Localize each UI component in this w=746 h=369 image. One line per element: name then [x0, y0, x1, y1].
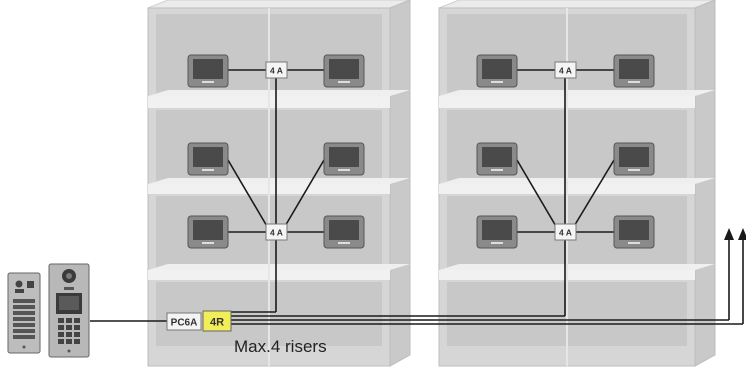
- monitor-icon: [187, 54, 229, 88]
- monitor-icon: [187, 142, 229, 176]
- wiring-building-2: [231, 69, 615, 317]
- monitor-icon: [323, 215, 365, 249]
- monitor-icon: [613, 215, 655, 249]
- distributor-box: 4 A: [265, 61, 288, 79]
- door-station-icon: [7, 272, 41, 354]
- building-1: [147, 0, 411, 367]
- distributor-label: 4 A: [559, 66, 572, 76]
- monitor-icon: [323, 142, 365, 176]
- monitor-icon: [323, 54, 365, 88]
- distributor-box: 4 A: [265, 223, 288, 241]
- door-station-icon: [48, 263, 90, 358]
- monitor-icon: [187, 215, 229, 249]
- monitor-icon: [613, 54, 655, 88]
- arrow-up-icon: [724, 228, 734, 240]
- power-supply-box: PC6A: [166, 312, 202, 331]
- arrow-up-icon: [738, 228, 746, 240]
- distributor-label: 4 A: [270, 228, 283, 238]
- riser-lines: [90, 236, 744, 325]
- monitor-icon: [613, 142, 655, 176]
- monitor-icon: [476, 142, 518, 176]
- power-supply-label: PC6A: [171, 318, 198, 329]
- monitor-icon: [476, 54, 518, 88]
- max-risers-caption: Max.4 risers: [234, 337, 327, 356]
- riser-distributor-box: 4R: [202, 310, 232, 332]
- riser-distributor-label: 4R: [210, 317, 224, 329]
- distributor-label: 4 A: [559, 228, 572, 238]
- distributor-label: 4 A: [270, 66, 283, 76]
- monitor-icon: [476, 215, 518, 249]
- distributor-box: 4 A: [554, 61, 577, 79]
- distributor-box: 4 A: [554, 223, 577, 241]
- wiring-building-1: [227, 69, 325, 313]
